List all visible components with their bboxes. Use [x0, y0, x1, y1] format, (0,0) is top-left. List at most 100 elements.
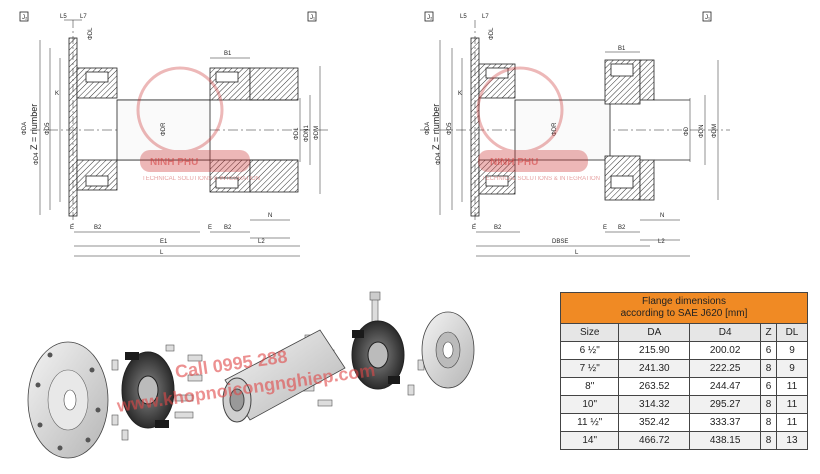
- label-b2-right: B2: [224, 225, 232, 231]
- label-e-rr: E: [603, 225, 607, 231]
- right-section-drawing: [420, 11, 730, 257]
- left-section-drawing: [19, 11, 330, 257]
- label-l2-r: L2: [658, 239, 665, 245]
- cell-da: 314.32: [618, 395, 691, 414]
- label-e-r2: E: [472, 225, 476, 231]
- header-dl: DL: [775, 323, 809, 342]
- cell-size: 14": [559, 431, 620, 450]
- table-row: 6 ½" 215.90 200.02 6 9: [559, 341, 809, 360]
- cell-size: 6 ½": [559, 341, 620, 360]
- cell-da: 215.90: [618, 341, 691, 360]
- table-row: 8" 263.52 244.47 6 11: [559, 377, 809, 396]
- header-d4: D4: [689, 323, 762, 342]
- table-row: 14" 466.72 438.15 8 13: [559, 431, 809, 450]
- table-caption-line1: Flange dimensions: [642, 296, 726, 307]
- table-row: 11 ½" 352.42 333.37 8 11: [559, 413, 809, 432]
- label-l7: L7: [80, 14, 87, 20]
- label-dm: ΦDM: [314, 126, 320, 140]
- cell-z: 6: [760, 377, 777, 396]
- watermark-brand-left: NINH PHU: [150, 157, 198, 168]
- label-n: N: [268, 213, 272, 219]
- table-row: 7 ½" 241.30 222.25 8 9: [559, 359, 809, 378]
- cell-da: 241.30: [618, 359, 691, 378]
- ref-j2-right: J₂: [427, 15, 433, 21]
- ref-j1-left: J₁: [310, 15, 315, 21]
- cell-d4: 295.27: [689, 395, 762, 414]
- label-dr-r: ΦDR: [552, 122, 558, 136]
- label-e: E: [70, 225, 74, 231]
- left-drawing-labels: J₂ J₁ L5 L7 ΦDL K ΦDA Z = number ΦD5 ΦD4…: [22, 14, 320, 256]
- label-b2: B2: [94, 225, 102, 231]
- label-d1: ΦD1: [294, 127, 300, 140]
- label-b1: B1: [224, 51, 232, 57]
- cell-dl: 9: [775, 341, 809, 360]
- cell-d4: 438.15: [689, 431, 762, 450]
- watermark-sub-right: TECHNICAL SOLUTIONS & INTEGRATION: [482, 176, 600, 182]
- cell-dl: 11: [775, 395, 809, 414]
- cell-z: 8: [760, 431, 777, 450]
- watermark-logo-right: [476, 66, 588, 172]
- label-dl-r: ΦDL: [489, 27, 495, 40]
- cell-z: 6: [760, 341, 777, 360]
- label-d4-r: ΦD4: [436, 152, 442, 165]
- ref-j1-right: J₁: [705, 15, 710, 21]
- label-dl: ΦDL: [88, 27, 94, 40]
- flange-dimensions-table: Flange dimensions according to SAE J620 …: [559, 292, 809, 450]
- cell-dl: 11: [775, 377, 809, 396]
- right-drawing-labels: J₂ J₁ L5 L7 ΦDL K ΦDA Z = number ΦD5 ΦD4…: [425, 14, 718, 256]
- cell-da: 263.52: [618, 377, 691, 396]
- cell-size: 8": [559, 377, 620, 396]
- cell-d4: 222.25: [689, 359, 762, 378]
- header-size: Size: [559, 323, 620, 342]
- label-e-right: E: [208, 225, 212, 231]
- watermark-brand-right: NINH PHU: [490, 157, 538, 168]
- table-caption-line2: according to SAE J620 [mm]: [620, 308, 748, 319]
- header-da: DA: [618, 323, 691, 342]
- label-dm-r: ΦDM: [712, 124, 718, 138]
- label-dn1: ΦDN1: [304, 125, 310, 142]
- label-l5-r: L5: [460, 14, 467, 20]
- cell-size: 7 ½": [559, 359, 620, 378]
- cell-d4: 244.47: [689, 377, 762, 396]
- cell-dl: 13: [775, 431, 809, 450]
- label-l2: L2: [258, 239, 265, 245]
- label-dn-r: ΦDN: [699, 125, 705, 138]
- label-d5: ΦD5: [45, 122, 51, 135]
- cell-z: 8: [760, 359, 777, 378]
- table-row: 10" 314.32 295.27 8 11: [559, 395, 809, 414]
- cell-dl: 9: [775, 359, 809, 378]
- label-dr: ΦDR: [161, 122, 167, 136]
- exploded-view: [27, 291, 475, 459]
- label-d-r: ΦD: [684, 126, 690, 136]
- label-da-r: ΦDA: [425, 122, 431, 135]
- label-n-r: N: [660, 213, 664, 219]
- label-e1: E1: [160, 239, 168, 245]
- label-b1-r: B1: [618, 46, 626, 52]
- cell-size: 11 ½": [559, 413, 620, 432]
- ref-j2-left: J₂: [22, 15, 28, 21]
- watermark-logo-left: [136, 66, 250, 172]
- label-z: Z = number: [29, 104, 39, 150]
- label-dbse: DBSE: [552, 239, 568, 245]
- label-b2-r2: B2: [494, 225, 502, 231]
- cell-dl: 11: [775, 413, 809, 432]
- table-caption: Flange dimensions according to SAE J620 …: [560, 292, 808, 324]
- cell-z: 8: [760, 413, 777, 432]
- cell-da: 352.42: [618, 413, 691, 432]
- label-k: K: [55, 91, 59, 97]
- cell-d4: 200.02: [689, 341, 762, 360]
- label-l5: L5: [60, 14, 67, 20]
- cell-size: 10": [559, 395, 620, 414]
- cell-da: 466.72: [618, 431, 691, 450]
- label-z-r: Z = number: [431, 104, 441, 150]
- cell-d4: 333.37: [689, 413, 762, 432]
- label-l7-r: L7: [482, 14, 489, 20]
- label-da: ΦDA: [22, 122, 28, 135]
- header-z: Z: [760, 323, 777, 342]
- label-d5-r: ΦD5: [447, 122, 453, 135]
- label-l: L: [160, 250, 164, 256]
- label-b2-rr: B2: [618, 225, 626, 231]
- watermark-sub-left: TECHNICAL SOLUTIONS & INTEGRATION: [142, 176, 260, 182]
- cell-z: 8: [760, 395, 777, 414]
